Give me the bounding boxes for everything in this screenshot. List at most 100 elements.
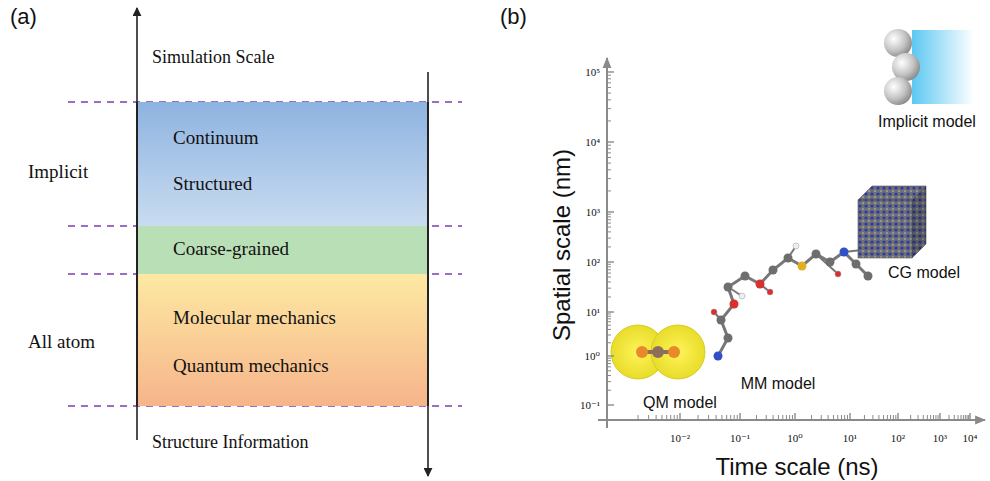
drawing-stroke (784, 254, 793, 263)
dashed-separators (68, 102, 462, 406)
drawing-stroke (954, 415, 955, 420)
drawing-stroke (607, 87, 611, 88)
drawing-stroke (607, 381, 611, 382)
drawing-stroke (969, 413, 970, 420)
drawing-stroke (607, 311, 614, 312)
implicit-model-figure (884, 29, 974, 105)
drawing-stroke (648, 415, 649, 420)
drawing-stroke (912, 186, 926, 258)
drawing-stroke (607, 163, 611, 164)
drawing-stroke (852, 260, 861, 269)
drawing-stroke (607, 108, 611, 109)
drawing-stroke (773, 415, 774, 420)
band-label: Coarse-grained (173, 238, 289, 260)
drawing-stroke (607, 266, 611, 267)
band-label: Molecular mechanics (173, 307, 336, 329)
drawing-stroke (607, 363, 611, 364)
drawing-stroke (666, 415, 667, 420)
drawing-stroke (766, 415, 767, 420)
band-label: Continuum (173, 127, 259, 149)
drawing-stroke (638, 415, 639, 420)
drawing-stroke (912, 30, 974, 104)
drawing-stroke (958, 415, 959, 420)
drawing-stroke (607, 288, 611, 289)
axis-title: Spatial scale (nm) (549, 149, 575, 341)
drawing-stroke (897, 413, 898, 420)
drawing-stroke (607, 231, 611, 232)
drawing-stroke (607, 321, 611, 322)
drawing-stroke (960, 415, 961, 420)
drawing-stroke (636, 346, 648, 358)
drawing-stroke (607, 264, 611, 265)
drawing-stroke (607, 277, 611, 278)
drawing-stroke (835, 271, 841, 277)
drawing-stroke (607, 390, 611, 391)
drawing-stroke (607, 75, 611, 76)
tick-label: 10² (586, 256, 600, 268)
drawing-stroke (811, 415, 812, 420)
drawing-stroke (698, 415, 699, 420)
drawing-stroke (778, 415, 779, 420)
drawing-stroke (864, 415, 865, 420)
drawing-stroke (884, 29, 912, 57)
scale-arrow-overlay (427, 102, 429, 406)
drawing-stroke (741, 272, 750, 281)
drawing-stroke (661, 415, 662, 420)
drawing-stroke (786, 415, 787, 420)
model-label: Implicit model (878, 113, 976, 131)
drawing-stroke (965, 415, 966, 420)
drawing-stroke (711, 309, 717, 315)
drawing-stroke (717, 316, 726, 325)
axis-caption: Simulation Scale (152, 48, 274, 68)
tick-label: 10⁵ (585, 66, 600, 78)
tick-label: 10⁰ (787, 432, 802, 444)
drawing-stroke (893, 415, 894, 420)
drawing-stroke (607, 325, 611, 326)
drawing-stroke (607, 329, 611, 330)
drawing-stroke (734, 415, 735, 420)
drawing-stroke (890, 415, 891, 420)
drawing-stroke (841, 415, 842, 420)
cg-model-figure (858, 186, 926, 258)
drawing-stroke (427, 72, 429, 476)
drawing-stroke (782, 415, 783, 420)
drawing-stroke (737, 415, 738, 420)
tick-label: 10⁴ (585, 136, 600, 148)
drawing-stroke (714, 352, 723, 361)
drawing-stroke (872, 415, 873, 420)
drawing-stroke (611, 325, 665, 379)
drawing-stroke (884, 77, 912, 105)
drawing-stroke (607, 148, 611, 149)
drawing-stroke (918, 415, 919, 420)
drawing-stroke (963, 415, 964, 420)
drawing-stroke (607, 178, 611, 179)
drawing-stroke (935, 415, 936, 420)
drawing-stroke (607, 82, 611, 83)
drawing-stroke (716, 415, 717, 420)
drawing-stroke (892, 53, 920, 81)
drawing-stroke (607, 169, 611, 170)
scale-arrows (137, 8, 428, 476)
drawing-stroke (858, 200, 912, 258)
drawing-stroke (607, 214, 611, 215)
drawing-stroke (767, 289, 773, 295)
axis-caption: Structure Information (152, 433, 308, 453)
drawing-stroke (607, 152, 611, 153)
drawing-stroke (726, 415, 727, 420)
tick-label: 10⁻² (670, 432, 690, 444)
drawing-stroke (607, 190, 611, 191)
drawing-stroke (864, 272, 873, 281)
drawing-stroke (798, 262, 807, 271)
drawing-stroke (739, 293, 745, 299)
drawing-stroke (670, 415, 671, 420)
drawing-stroke (607, 269, 611, 270)
drawing-stroke (792, 415, 793, 420)
drawing-stroke (679, 413, 680, 420)
drawing-stroke (136, 8, 138, 440)
drawing-stroke (607, 335, 611, 336)
model-label: CG model (888, 264, 960, 282)
group-label: All atom (28, 332, 95, 353)
drawing-stroke (607, 314, 611, 315)
drawing-stroke (730, 300, 739, 309)
